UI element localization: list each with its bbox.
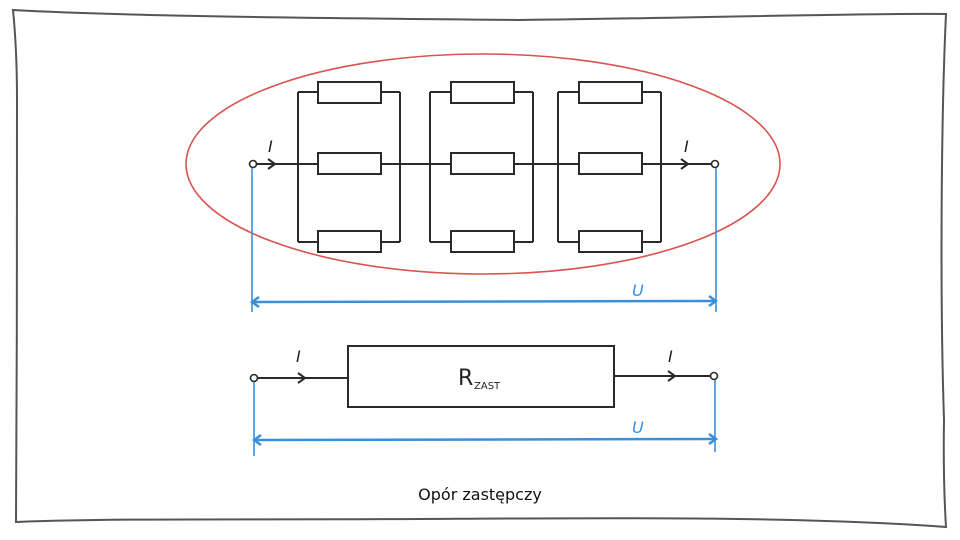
- highlight-ellipse: [185, 53, 781, 275]
- current-arrow-icon: [680, 158, 690, 170]
- current-arrow-icon: [297, 372, 307, 384]
- parallel-group-3: [557, 81, 662, 253]
- resistor: [578, 230, 643, 253]
- arrowhead-left-icon: [249, 295, 260, 309]
- current-label-out: I: [668, 347, 673, 366]
- resistor: [317, 81, 382, 104]
- terminal-in: [249, 373, 259, 383]
- resistor: [450, 230, 515, 253]
- equivalent-resistor-label: R: [458, 366, 473, 391]
- current-label-out: I: [684, 137, 689, 156]
- terminal-in: [248, 159, 258, 169]
- equivalent-resistor-subscript: ZAST: [474, 381, 501, 392]
- resistor: [317, 230, 382, 253]
- arrowhead-right-icon: [708, 432, 719, 446]
- parallel-group-1: [297, 81, 401, 253]
- resistor: [450, 152, 515, 175]
- resistor: [317, 152, 382, 175]
- parallel-group-2: [429, 81, 534, 253]
- voltage-dimension-line: [251, 299, 717, 304]
- equivalent-resistor: [347, 345, 615, 408]
- voltage-label: U: [632, 418, 644, 437]
- current-arrow-icon: [267, 158, 277, 170]
- resistor: [578, 81, 643, 104]
- sketch-frame: [11, 8, 948, 529]
- current-label-in: I: [296, 347, 301, 366]
- voltage-label: U: [632, 281, 644, 300]
- resistor: [578, 152, 643, 175]
- current-label-in: I: [268, 137, 273, 156]
- terminal-out: [710, 159, 720, 169]
- current-arrow-icon: [667, 370, 677, 382]
- arrowhead-right-icon: [708, 294, 719, 308]
- arrowhead-left-icon: [251, 433, 262, 447]
- resistor: [450, 81, 515, 104]
- top-network: I I U: [248, 81, 720, 312]
- terminal-out: [709, 371, 719, 381]
- caption: Opór zastępczy: [418, 485, 542, 504]
- equivalent-circuit: R ZAST I I U: [249, 345, 719, 456]
- voltage-dimension-line: [253, 437, 717, 442]
